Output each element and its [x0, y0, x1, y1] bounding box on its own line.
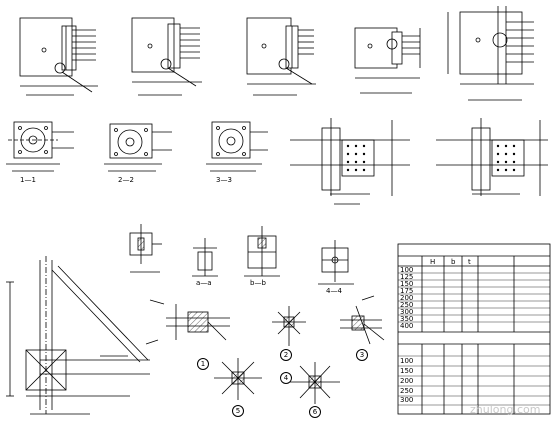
section-label-3-3: 3—3: [216, 176, 232, 184]
base-plate-plan-2: [104, 123, 172, 172]
section-a-a: [192, 238, 218, 277]
detail-marker-4: 4: [280, 372, 292, 384]
watermark-text: zhulong.com: [470, 403, 541, 416]
base-detail-5: [447, 6, 534, 101]
splice-detail-1: [290, 118, 410, 205]
table-row: 200: [400, 294, 414, 302]
detail-marker-3: 3: [356, 349, 368, 361]
table-row: 250: [400, 387, 414, 395]
detail-marker-2: 2: [280, 349, 292, 361]
section-b-b: [244, 226, 280, 277]
table-header-t: t: [468, 258, 471, 266]
table-row: 300: [400, 308, 414, 316]
section-3-3: [129, 224, 162, 273]
section-label-2-2: 2—2: [118, 176, 134, 184]
table-row: 300: [400, 396, 414, 404]
section-label-1-1: 1—1: [20, 176, 36, 184]
base-plate-plan-3: [206, 121, 268, 172]
base-detail-2: [131, 17, 202, 96]
table-row: 200: [400, 377, 414, 385]
section-label-b-b: b—b: [250, 279, 266, 287]
section-label-4-4: 4—4: [326, 287, 342, 295]
base-detail-4: [354, 27, 421, 94]
table-header-b: b: [451, 258, 456, 266]
base-plate-plan-1: [6, 121, 74, 172]
section-label-a-a: a—a: [196, 279, 212, 287]
table-row: 150: [400, 280, 414, 288]
table-header-h: H: [430, 258, 436, 266]
detail-node-5: [214, 358, 262, 400]
schedule-table-frame: [397, 243, 551, 415]
base-detail-3: [246, 17, 316, 96]
table-row: 400: [400, 322, 414, 330]
detail-marker-6: 6: [309, 406, 321, 418]
detail-node-1: [166, 304, 230, 341]
misc-leaders: [145, 295, 375, 345]
bracing-elevation: [6, 256, 150, 415]
table-row: 150: [400, 367, 414, 375]
base-detail-1: [19, 17, 98, 96]
splice-detail-2: [436, 118, 548, 196]
table-row: 125: [400, 273, 414, 281]
detail-node-3: [340, 305, 385, 345]
detail-marker-1: 1: [197, 358, 209, 370]
detail-marker-5: 5: [232, 405, 244, 417]
section-4-4: [318, 240, 354, 285]
schedule-table-rows: [398, 272, 550, 406]
table-row: 100: [400, 266, 414, 274]
table-row: 350: [400, 315, 414, 323]
detail-node-6: [290, 362, 340, 404]
detail-node-2: [272, 306, 306, 346]
table-row: 250: [400, 301, 414, 309]
table-row: 100: [400, 357, 414, 365]
table-row: 175: [400, 287, 414, 295]
